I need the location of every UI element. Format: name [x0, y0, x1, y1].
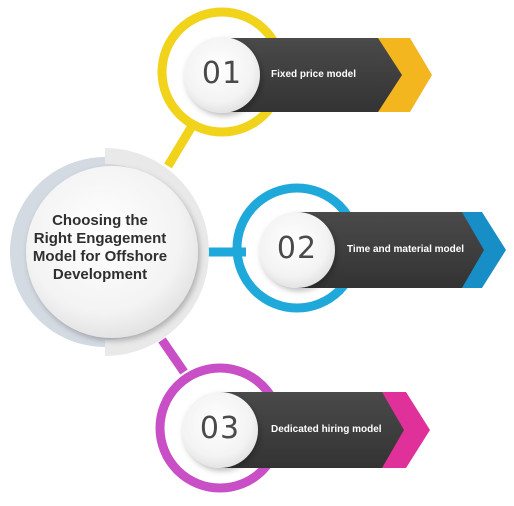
center-title-line-2: Right Engagement — [33, 230, 167, 247]
center-title-line-1: Choosing the — [52, 212, 148, 229]
bar-01 — [222, 38, 402, 112]
item-number-01: 01 — [201, 56, 243, 91]
item-number-02: 02 — [276, 231, 318, 266]
connector-line-03 — [158, 337, 188, 375]
center-title-line-3: Model for Offshore — [32, 248, 168, 265]
connector-line-01 — [164, 123, 196, 169]
center-title-line-4: Development — [52, 266, 148, 283]
hub-accent-arc — [105, 148, 209, 356]
item-label-01: Fixed price model — [271, 69, 357, 80]
number-circle-01 — [184, 37, 260, 113]
number-circle-02 — [259, 212, 335, 288]
item-02 — [232, 183, 506, 313]
item-label-03: Dedicated hiring model — [271, 424, 382, 435]
item-01 — [157, 7, 432, 137]
number-circle-03 — [182, 392, 258, 468]
center-title: Choosing the Right Engagement Model for … — [10, 212, 190, 284]
hub-inner-circle — [26, 166, 198, 338]
bar-03 — [220, 392, 404, 468]
bar-02 — [297, 212, 484, 288]
item-label-02: Time and material model — [347, 244, 465, 255]
item-number-03: 03 — [199, 411, 241, 446]
item-03 — [155, 363, 430, 493]
